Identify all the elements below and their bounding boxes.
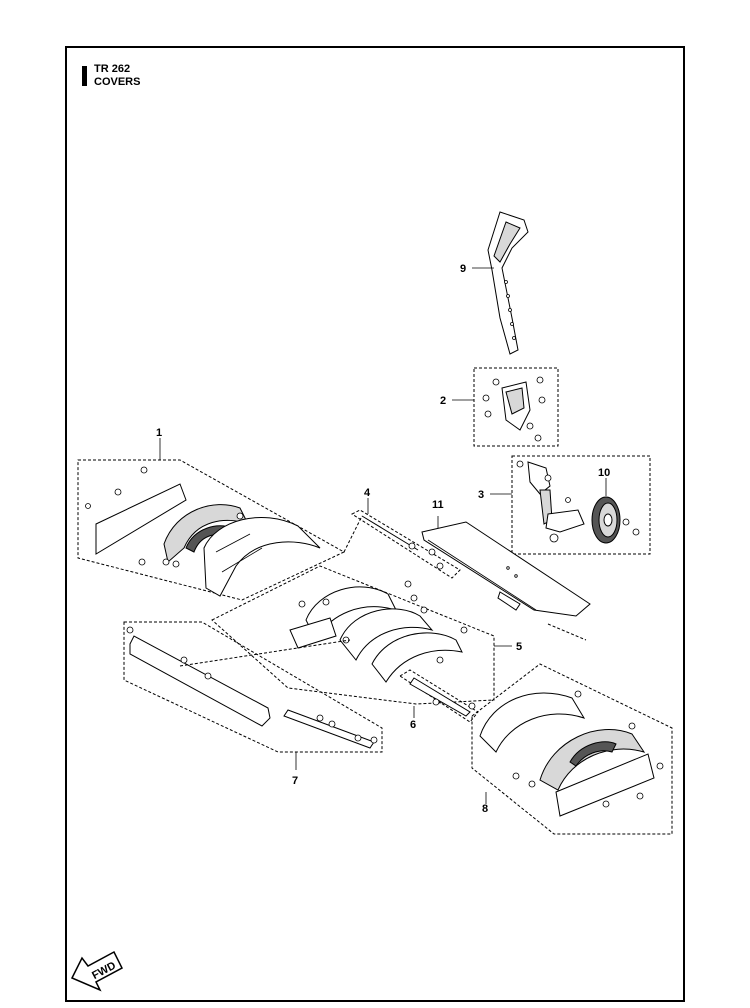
page-frame — [65, 46, 685, 1002]
page-title: TR 262 COVERS — [94, 63, 140, 89]
callout-6: 6 — [410, 719, 416, 731]
part-6-lower-bracket — [399, 669, 479, 723]
part-9-handle — [487, 211, 529, 355]
callout-5: 5 — [516, 641, 522, 653]
callout-4: 4 — [364, 487, 371, 499]
callout-7: 7 — [292, 775, 298, 787]
callout-9: 9 — [460, 263, 466, 275]
callout-1: 1 — [156, 427, 162, 439]
part-11-cover-plate — [421, 521, 591, 617]
part-8-right-side-cover-assembly — [471, 663, 673, 835]
part-5-center-cover-assembly — [211, 565, 495, 705]
callout-8: 8 — [482, 803, 488, 815]
part-2-bracket-assembly — [473, 367, 559, 447]
callout-10: 10 — [598, 467, 610, 479]
callout-2: 2 — [440, 395, 446, 407]
part-3-wheel-bracket-assembly — [511, 455, 651, 555]
model-name: TR 262 — [94, 63, 131, 75]
section-name: COVERS — [94, 76, 141, 88]
part-1-left-side-cover-assembly — [77, 459, 346, 601]
part-7-lower-front-cover-assembly — [123, 621, 383, 753]
callout-3: 3 — [478, 489, 484, 501]
part-10-wheel — [591, 496, 640, 544]
part-4-shaft-assembly — [350, 509, 461, 579]
callout-11: 11 — [432, 499, 444, 511]
forward-direction-arrow-icon: FWD — [70, 950, 123, 992]
section-marker — [82, 66, 87, 86]
